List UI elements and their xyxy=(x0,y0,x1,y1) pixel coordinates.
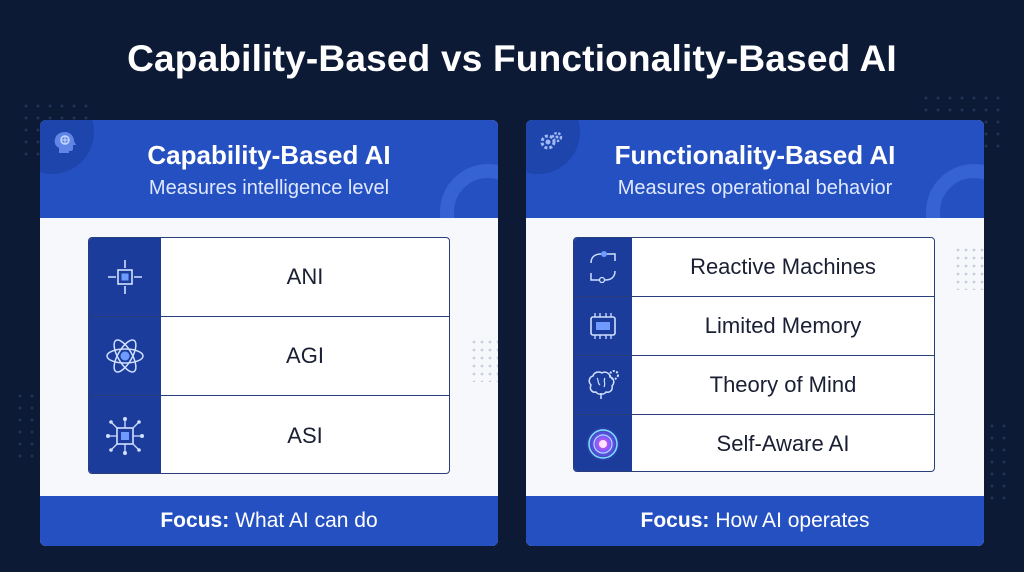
circuit-chip-icon xyxy=(89,396,161,473)
table-row-agi: AGI xyxy=(89,317,449,396)
functionality-panel: Functionality-Based AI Measures operatio… xyxy=(526,120,984,546)
table-row-limited-memory: Limited Memory xyxy=(574,297,934,356)
chip-icon xyxy=(89,238,161,316)
functionality-footer: Focus: How AI operates xyxy=(526,496,984,546)
capability-subtitle: Measures intelligence level xyxy=(148,177,390,199)
body-dots xyxy=(954,246,984,290)
footer-focus-text: What AI can do xyxy=(235,509,378,532)
functionality-table: Reactive Machines Limited Memory xyxy=(573,237,935,472)
row-label-limited-memory: Limited Memory xyxy=(704,313,862,338)
glowing-orb-icon xyxy=(574,415,632,471)
table-row-reactive-machines: Reactive Machines xyxy=(574,238,934,297)
footer-focus-label: Focus: xyxy=(160,509,230,532)
page-title: Capability-Based vs Functionality-Based … xyxy=(127,38,897,79)
capability-panel: Capability-Based AI Measures intelligenc… xyxy=(40,120,498,546)
table-row-asi: ASI xyxy=(89,396,449,473)
capability-header: Capability-Based AI Measures intelligenc… xyxy=(40,120,498,218)
footer-focus-label: Focus: xyxy=(640,509,710,532)
row-label-self-aware-ai: Self-Aware AI xyxy=(716,431,850,456)
table-row-self-aware-ai: Self-Aware AI xyxy=(574,415,934,471)
row-label-theory-of-mind: Theory of Mind xyxy=(709,372,857,397)
memory-chip-icon xyxy=(574,297,632,355)
row-label-ani: ANI xyxy=(286,264,324,289)
row-label-asi: ASI xyxy=(287,422,323,448)
atom-icon xyxy=(89,317,161,395)
table-row-theory-of-mind: Theory of Mind xyxy=(574,356,934,415)
functionality-header: Functionality-Based AI Measures operatio… xyxy=(526,120,984,218)
functionality-body: Reactive Machines Limited Memory xyxy=(526,218,984,496)
capability-title: Capability-Based AI xyxy=(147,140,391,170)
capability-body: ANI AGI xyxy=(40,218,498,496)
body-dots xyxy=(470,338,498,382)
capability-footer: Focus: What AI can do xyxy=(40,496,498,546)
table-row-ani: ANI xyxy=(89,238,449,317)
capability-table: ANI AGI xyxy=(88,237,450,474)
functionality-subtitle: Measures operational behavior xyxy=(617,177,893,199)
footer-focus-text: How AI operates xyxy=(715,509,870,532)
cycle-arrows-icon xyxy=(574,238,632,296)
row-label-reactive-machines: Reactive Machines xyxy=(690,254,876,279)
functionality-title: Functionality-Based AI xyxy=(614,140,896,170)
brain-gear-icon xyxy=(574,356,632,414)
row-label-agi: AGI xyxy=(286,343,324,368)
brain-head-icon xyxy=(50,128,80,158)
gears-icon xyxy=(536,128,566,158)
